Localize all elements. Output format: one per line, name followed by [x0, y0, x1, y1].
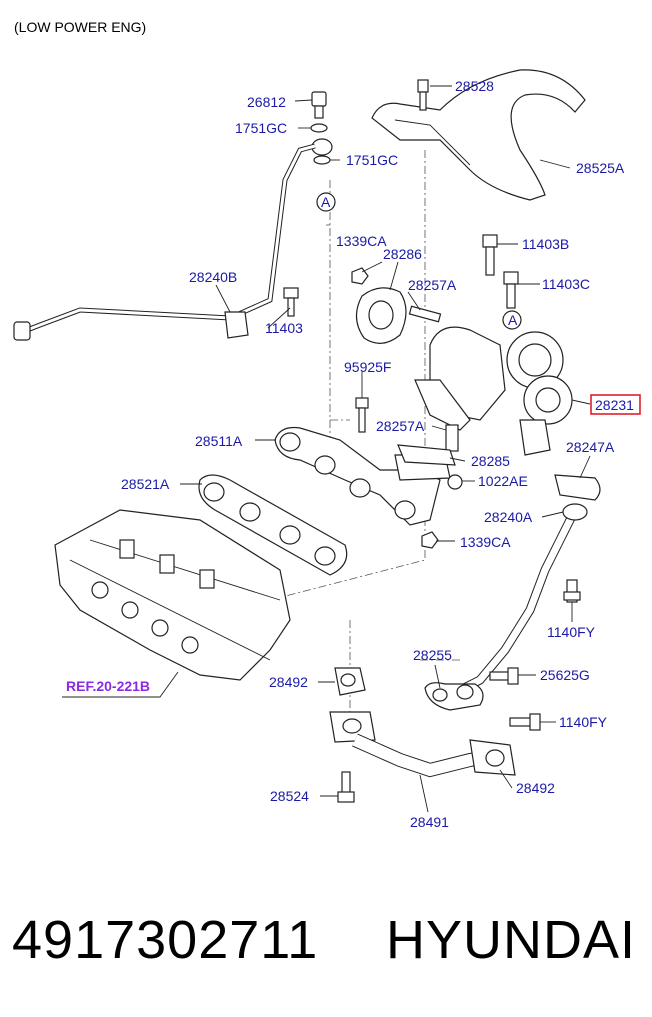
- turbocharger-part: [414, 310, 573, 456]
- manifold-gasket-part: [198, 474, 348, 576]
- callout-28257a-upper: 28257A: [408, 277, 457, 293]
- callout-95925f: 95925F: [344, 359, 391, 375]
- brand-name: HYUNDAI: [386, 910, 637, 970]
- callout-a-upper: A: [321, 194, 331, 210]
- callout-28528: 28528: [455, 78, 494, 94]
- callout-28525a: 28525A: [576, 160, 625, 176]
- callout-28240a: 28240A: [484, 509, 533, 525]
- callout-1140fy-lower: 1140FY: [559, 714, 608, 730]
- bolt-28524-part: [337, 771, 355, 803]
- cylinder-head-part: [54, 509, 291, 681]
- turbo-gasket-part: [351, 267, 407, 344]
- callout-11403: 11403: [265, 320, 303, 336]
- stud-lower-part: [445, 424, 459, 452]
- callout-1140fy-upper: 1140FY: [547, 624, 596, 640]
- callout-28247a: 28247A: [566, 439, 615, 455]
- stud-95925f-part: [355, 397, 369, 433]
- bolt-25625g-part: [489, 667, 519, 685]
- bolt-1140fy-upper-part: [563, 579, 581, 603]
- callout-28492-upper: 28492: [269, 674, 308, 690]
- part-number: 4917302711: [12, 910, 319, 970]
- exhaust-manifold-part: [274, 426, 451, 526]
- callout-28286: 28286: [383, 246, 422, 262]
- callout-26812: 26812: [247, 94, 286, 110]
- callout-28491: 28491: [410, 814, 449, 830]
- egr-pipe-part: [329, 667, 516, 778]
- reference-link[interactable]: REF.20-221B: [66, 678, 150, 694]
- callout-1022ae: 1022AE: [478, 473, 528, 489]
- callout-28492-lower: 28492: [516, 780, 555, 796]
- callout-1339ca-upper: 1339CA: [336, 233, 387, 249]
- bolt-1140fy-lower-part: [509, 713, 541, 731]
- nut-1022ae-part: [447, 474, 463, 490]
- exploded-parts-diagram: (LOW POWER ENG): [13, 19, 641, 830]
- leader-lines: [62, 85, 591, 813]
- gasket-28255-part: [424, 682, 484, 711]
- callout-11403c: 11403C: [542, 276, 590, 292]
- callout-28257a-lower: 28257A: [376, 418, 425, 434]
- callout-28511a: 28511A: [195, 433, 243, 449]
- bolt-11403b-part: [482, 234, 498, 276]
- nut-1339ca-lower-part: [421, 531, 439, 549]
- engine-variant-caption: (LOW POWER ENG): [14, 19, 146, 35]
- gasket-28285-part: [397, 444, 456, 466]
- callout-28255: 28255: [413, 647, 452, 663]
- callout-1751gc-lower: 1751GC: [346, 152, 398, 168]
- callout-labels: 26812 1751GC 1751GC 28528 28525A A A 133…: [66, 78, 641, 830]
- callout-28231-highlight-box: [590, 394, 641, 415]
- heat-shield-part: [371, 69, 586, 201]
- callout-28240b: 28240B: [189, 269, 237, 285]
- callout-1751gc-upper: 1751GC: [235, 120, 287, 136]
- callout-11403b: 11403B: [522, 236, 569, 252]
- callout-25625g: 25625G: [540, 667, 590, 683]
- callout-28521a: 28521A: [121, 476, 170, 492]
- oil-return-pipe-part: [457, 474, 601, 695]
- bolt-11403c-part: [503, 271, 519, 309]
- bolt-28528-part: [417, 79, 429, 111]
- callout-a-turbo: A: [508, 312, 518, 328]
- callout-28524: 28524: [270, 788, 309, 804]
- alignment-lines: [269, 150, 460, 715]
- callout-28285: 28285: [471, 453, 510, 469]
- oil-feed-pipe-part: [13, 143, 316, 341]
- callout-1339ca-lower: 1339CA: [460, 534, 511, 550]
- callout-28231: 28231: [595, 397, 634, 413]
- oil-feed-bolt-part: [310, 91, 336, 212]
- stud-upper-part: [408, 305, 442, 323]
- bolt-11403-part: [283, 287, 299, 317]
